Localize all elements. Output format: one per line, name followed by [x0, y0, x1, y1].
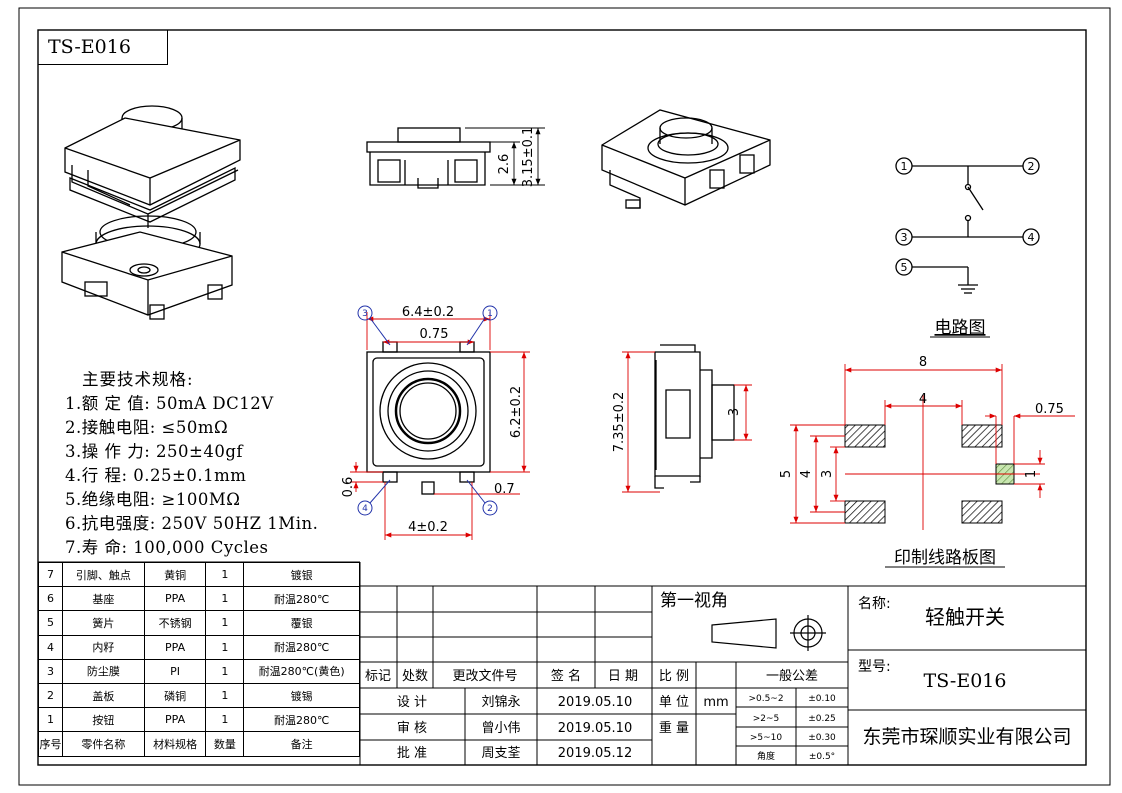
spec-dielectric: 6.抗电强度: 250V 50HZ 1Min. [65, 514, 319, 533]
title-block-grid [38, 561, 1086, 765]
top-pin-4: 4 [362, 504, 368, 514]
pin-1-label: 1 [901, 160, 908, 173]
pin-4-label: 4 [1028, 231, 1035, 244]
pcb-dim-1: 1 [1024, 470, 1039, 478]
side-view-2 [654, 344, 735, 489]
exploded-iso-view [61, 105, 241, 320]
dim-0-7: 0.7 [494, 482, 515, 497]
circuit-diagram [895, 157, 1040, 294]
dim-6-4: 6.4±0.2 [402, 305, 454, 320]
scale-label: 比 例 [659, 669, 689, 684]
spec-contact-resistance: 2.接触电阻: ≤50mΩ [65, 418, 229, 437]
projection-label: 第一视角 [660, 591, 728, 611]
model-value: TS-E016 [924, 670, 1007, 692]
pcb-dim-5: 5 [779, 470, 794, 478]
approver: 周支荃 [481, 746, 520, 761]
spec-travel: 4.行 程: 0.25±0.1mm [65, 466, 247, 485]
tol-range-1: >0.5~2 [748, 694, 783, 704]
inner-frame [37, 29, 1087, 766]
tol-val-2: ±0.25 [808, 714, 836, 724]
design-date: 2019.05.10 [558, 695, 632, 710]
pcb-dim-4v: 4 [799, 470, 814, 478]
tol-val-3: ±0.30 [808, 733, 836, 743]
dim-0-75: 0.75 [420, 327, 449, 342]
spec-insulation: 5.绝缘电阻: ≥100MΩ [65, 490, 241, 509]
spec-title: 主要技术规格: [82, 370, 194, 389]
rev-sign: 签 名 [551, 668, 581, 684]
top-pin-1: 1 [487, 309, 493, 319]
side-view [366, 127, 545, 189]
dim-0-6: 0.6 [341, 477, 356, 498]
approve-date: 2019.05.12 [558, 746, 632, 761]
dim-6-2: 6.2±0.2 [509, 386, 524, 438]
tol-range-2: >2~5 [753, 714, 780, 724]
top-view-pin-markers [357, 305, 498, 516]
approve-label: 批 准 [397, 746, 427, 761]
top-pin-3: 3 [362, 309, 368, 319]
projection-symbol [711, 615, 826, 651]
pin-2-label: 2 [1028, 160, 1035, 173]
pin-3-label: 3 [901, 231, 908, 244]
company-name: 东莞市琛顺实业有限公司 [862, 726, 1071, 748]
dim-7-35: 7.35±0.2 [612, 392, 627, 453]
pcb-label: 印制线路板图 [894, 548, 996, 568]
circuit-label: 电路图 [935, 318, 986, 338]
tol-val-4: ±0.5° [809, 752, 835, 762]
pcb-layout [790, 364, 1075, 530]
unit-label: 单 位 [659, 695, 689, 710]
dim-4: 4±0.2 [408, 520, 448, 535]
drawing-code: TS-E016 [38, 30, 168, 65]
dim-2-6: 2.6 [497, 154, 512, 175]
name-value: 轻触开关 [925, 605, 1005, 629]
top-pin-2: 2 [487, 504, 493, 514]
tol-range-3: >5~10 [750, 733, 783, 743]
spec-force: 3.操 作 力: 250±40gf [65, 442, 244, 461]
outer-frame [18, 7, 1111, 786]
pcb-dim-0-75: 0.75 [1035, 402, 1064, 417]
design-label: 设 计 [397, 695, 427, 710]
designer: 刘锦永 [481, 695, 520, 710]
pin-5-label: 5 [901, 261, 908, 274]
pcb-dim-4: 4 [919, 392, 927, 407]
dim-3-15: 3.15±0.1 [521, 127, 536, 188]
pcb-dim-8: 8 [919, 355, 927, 370]
reviewer: 曾小伟 [481, 721, 520, 736]
tolerance-title: 一般公差 [766, 668, 818, 684]
side-view-2-dims [622, 351, 752, 493]
rev-doc: 更改文件号 [452, 669, 517, 684]
rev-mark: 标记 [365, 669, 391, 684]
top-view [366, 341, 491, 495]
pcb-dim-3: 3 [820, 470, 835, 478]
top-view-dims [350, 312, 530, 540]
unit-value: mm [703, 695, 728, 710]
assembled-iso-view [601, 109, 771, 209]
rev-count: 处数 [402, 669, 428, 684]
dim-3-side: 3 [727, 408, 742, 416]
model-label: 型号: [858, 659, 891, 675]
review-date: 2019.05.10 [558, 721, 632, 736]
rev-date: 日 期 [608, 669, 638, 684]
spec-rated: 1.额 定 值: 50mA DC12V [65, 394, 274, 413]
tol-val-1: ±0.10 [808, 694, 836, 704]
name-label: 名称: [858, 596, 891, 612]
tol-range-4: 角度 [757, 750, 775, 762]
weight-label: 重 量 [659, 720, 689, 736]
table-header: 序号零件名称材料规格数量备注 [38, 731, 360, 757]
review-label: 审 核 [397, 721, 427, 736]
spec-life: 7.寿 命: 100,000 Cycles [65, 538, 269, 557]
